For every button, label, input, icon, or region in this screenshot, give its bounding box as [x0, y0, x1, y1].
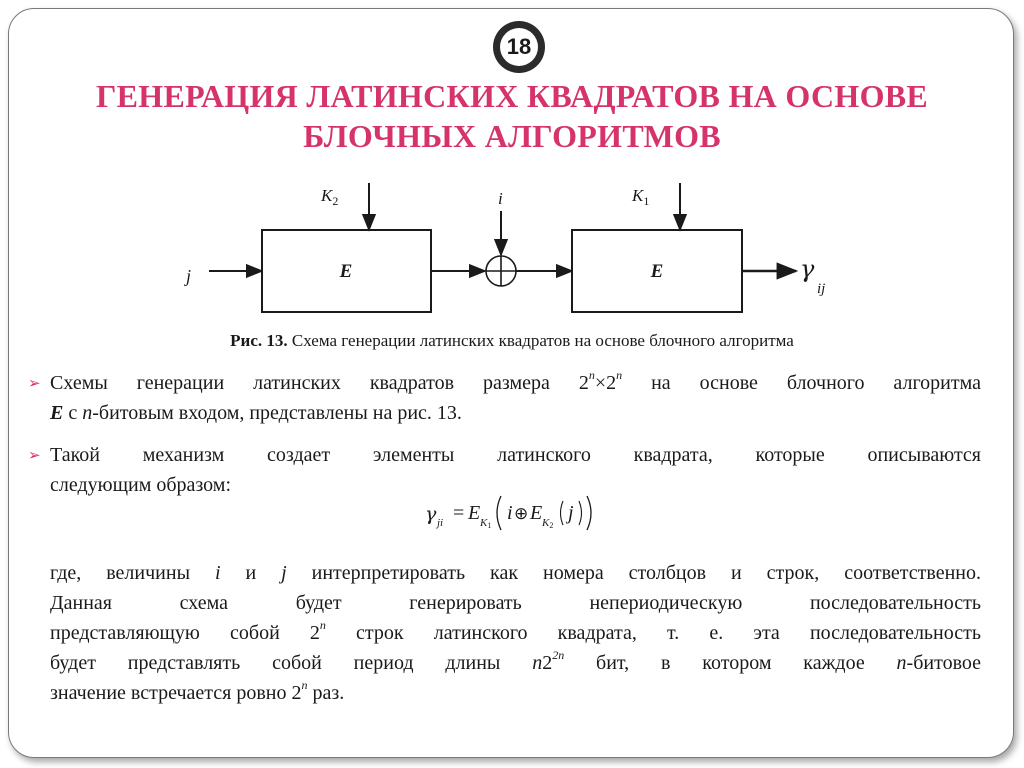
- paragraph-text-4d: -битовое: [906, 652, 981, 674]
- paragraph-n-symbol-2: n: [896, 652, 907, 674]
- paragraph-line-4: будет представлять собой период длины n2…: [50, 648, 981, 678]
- bullet-1-sup-1: n: [588, 368, 595, 383]
- bullet-1-sup-2: n: [616, 368, 623, 383]
- paragraph-text-4b: 2: [542, 652, 553, 674]
- formula-k-outer: K1: [479, 517, 491, 530]
- paragraph-text-5a: значение встречается ровно 2: [50, 682, 302, 704]
- formula-lhs-subscript: ji: [435, 517, 443, 529]
- paragraph-sup-3: n: [319, 618, 326, 633]
- formula-i: i: [507, 502, 513, 524]
- key2-letter: K: [320, 186, 334, 205]
- formula-k-inner-subscript: 2: [549, 521, 553, 530]
- key1-letter: K: [631, 186, 645, 205]
- block-e-2: [571, 229, 743, 313]
- explanation-paragraph: где, величины i и j интерпретировать как…: [50, 558, 981, 708]
- formula-e-outer: E: [467, 502, 480, 524]
- key1-label: K1: [631, 186, 649, 208]
- slide-frame: [8, 8, 1014, 758]
- slide-number-badge: 18: [493, 21, 545, 73]
- paragraph-line-3: представляющую собой 2n строк латинского…: [50, 618, 981, 648]
- key2-subscript: 2: [332, 194, 338, 208]
- paragraph-text-1a: где, величины: [50, 562, 215, 584]
- slide-number: 18: [500, 28, 538, 66]
- block-e-2-label: E: [650, 261, 664, 282]
- paragraph-text-5b: раз.: [307, 682, 345, 704]
- paragraph-line-1: где, величины i и j интерпретировать как…: [50, 558, 981, 588]
- paragraph-text-4a: будет представлять собой период длины: [50, 652, 533, 674]
- formula-k-inner: K2: [541, 517, 553, 530]
- formula-k-outer-subscript: 1: [487, 521, 491, 530]
- block-e-1-label: E: [339, 261, 353, 282]
- title-line-2: БЛОЧНЫХ АЛГОРИТМОВ: [303, 118, 721, 154]
- bullet-2-line-2: следующим образом:: [50, 474, 232, 496]
- paragraph-text-4c: бит, в котором каждое: [564, 652, 897, 674]
- input-j-label: j: [184, 266, 191, 286]
- paragraph-sup-5: n: [301, 678, 308, 693]
- bullet-1-text-a: Схемы генерации латинских квадратов разм…: [50, 372, 589, 394]
- bullet-1: Схемы генерации латинских квадратов разм…: [50, 368, 981, 428]
- paragraph-text-1c: интерпретировать как номера столбцов и с…: [286, 562, 981, 584]
- caption-prefix: Рис. 13.: [230, 331, 288, 350]
- formula-k-outer-letter: K: [479, 517, 488, 529]
- formula-j: j: [565, 502, 574, 524]
- formula-paren-open-outer: [496, 495, 502, 531]
- formula: γ ji = E K1 i ⊕ E K2 j: [425, 495, 592, 531]
- bullet-arrow-icon: ➢: [28, 374, 41, 392]
- formula-paren-close-inner: [578, 500, 583, 526]
- formula-xor: ⊕: [514, 504, 528, 524]
- formula-equals: =: [453, 502, 464, 524]
- formula-k-inner-letter: K: [541, 517, 550, 529]
- bullet-1-n-symbol: n: [82, 402, 93, 424]
- formula-e-inner: E: [529, 502, 542, 524]
- key2-label: K2: [320, 186, 338, 208]
- paragraph-line-2: Данная схема будет генерировать непериод…: [50, 592, 981, 614]
- paragraph-i-symbol: i: [214, 562, 221, 584]
- bullet-2-line-1: Такой механизм создает элементы латинско…: [50, 444, 981, 466]
- bullet-1-text-c: на основе блочного алгоритма: [622, 372, 982, 394]
- bullet-arrow-icon: ➢: [28, 446, 41, 464]
- slide-title: ГЕНЕРАЦИЯ ЛАТИНСКИХ КВАДРАТОВ НА ОСНОВЕ …: [40, 76, 984, 156]
- bullet-1-text-e: -битовым входом, представлены на рис. 13…: [92, 402, 462, 424]
- key1-subscript: 1: [643, 194, 649, 208]
- paragraph-text-3b: строк латинского квадрата, т. е. эта пос…: [325, 622, 981, 644]
- bullet-1-e-symbol: E: [50, 402, 64, 424]
- bullet-1-text-d: с: [63, 402, 83, 424]
- paragraph-line-5: значение встречается ровно 2n раз.: [50, 678, 981, 708]
- bullet-1-line-1: Схемы генерации латинских квадратов разм…: [50, 368, 981, 398]
- block-e-1: [261, 229, 432, 313]
- output-subscript: ij: [817, 281, 825, 297]
- formula-paren-close-outer: [586, 495, 592, 531]
- formula-paren-open-inner: [559, 500, 564, 526]
- bullet-1-text-b: ×2: [594, 372, 617, 394]
- bullet-1-line-2: E с n-битовым входом, представлены на ри…: [50, 398, 981, 428]
- figure-caption: Рис. 13. Схема генерации латинских квадр…: [0, 331, 1024, 351]
- output-symbol: γ: [800, 255, 815, 283]
- paragraph-text-3a: представляющую собой 2: [50, 622, 320, 644]
- paragraph-text-1b: и: [220, 562, 282, 584]
- title-line-1: ГЕНЕРАЦИЯ ЛАТИНСКИХ КВАДРАТОВ НА ОСНОВЕ: [95, 78, 929, 114]
- paragraph-j-symbol: j: [281, 562, 287, 584]
- paragraph-sup-4: 2n: [552, 648, 565, 663]
- caption-text: Схема генерации латинских квадратов на о…: [287, 331, 794, 350]
- bullet-2: Такой механизм создает элементы латинско…: [50, 440, 981, 500]
- input-i-label: i: [498, 189, 503, 208]
- formula-lhs: γ: [425, 503, 437, 525]
- paragraph-n-symbol: n: [532, 652, 543, 674]
